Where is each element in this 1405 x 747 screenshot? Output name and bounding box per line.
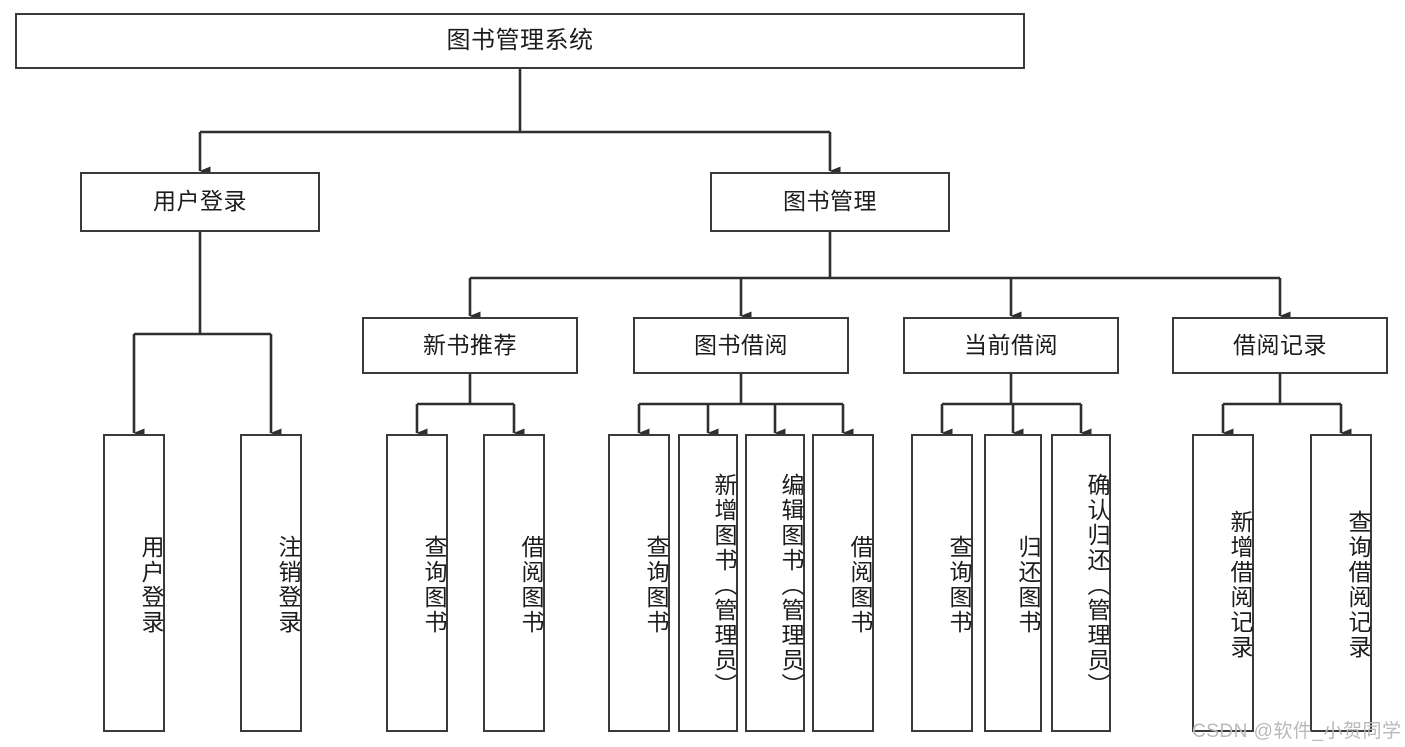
- node-leaf-add-record[interactable]: 新增借阅记录: [1192, 434, 1254, 732]
- node-leaf-borrow-book-1[interactable]: 借阅图书: [483, 434, 545, 732]
- node-label: 借阅记录: [1233, 331, 1327, 358]
- node-label: 图书借阅: [694, 331, 788, 358]
- node-label: 用户登录: [153, 188, 247, 215]
- node-label: 编辑图书（管理员）: [778, 472, 804, 698]
- node-label: 图书管理系统: [446, 26, 594, 54]
- node-label: 归还图书: [1015, 535, 1041, 635]
- node-leaf-query-book-1[interactable]: 查询图书: [386, 434, 448, 732]
- node-label: 查询图书: [946, 535, 972, 635]
- node-leaf-query-book-3[interactable]: 查询图书: [911, 434, 973, 732]
- watermark-text: CSDN @软件_小贺同学: [1192, 721, 1402, 742]
- node-leaf-query-book-2[interactable]: 查询图书: [608, 434, 670, 732]
- node-label: 借阅图书: [847, 535, 873, 635]
- node-label: 新增图书（管理员）: [711, 472, 737, 698]
- node-leaf-user-login[interactable]: 用户登录: [103, 434, 165, 732]
- node-label: 借阅图书: [518, 535, 544, 635]
- node-label: 当前借阅: [964, 331, 1058, 358]
- node-new-book-rec[interactable]: 新书推荐: [362, 317, 578, 374]
- node-leaf-logout[interactable]: 注销登录: [240, 434, 302, 732]
- node-label: 注销登录: [275, 535, 301, 635]
- node-label: 用户登录: [138, 535, 164, 635]
- node-leaf-borrow-book-2[interactable]: 借阅图书: [812, 434, 874, 732]
- node-leaf-return-book[interactable]: 归还图书: [984, 434, 1042, 732]
- node-leaf-confirm-return[interactable]: 确认归还（管理员）: [1051, 434, 1111, 732]
- node-label: 图书管理: [783, 188, 877, 215]
- node-label: 查询借阅记录: [1345, 510, 1371, 660]
- node-label: 查询图书: [643, 535, 669, 635]
- node-label: 新增借阅记录: [1227, 510, 1253, 660]
- node-leaf-add-book[interactable]: 新增图书（管理员）: [678, 434, 738, 732]
- node-root[interactable]: 图书管理系统: [15, 13, 1025, 69]
- node-leaf-query-record[interactable]: 查询借阅记录: [1310, 434, 1372, 732]
- node-borrow-record[interactable]: 借阅记录: [1172, 317, 1388, 374]
- node-leaf-edit-book[interactable]: 编辑图书（管理员）: [745, 434, 805, 732]
- node-book-borrow[interactable]: 图书借阅: [633, 317, 849, 374]
- node-label: 确认归还（管理员）: [1084, 472, 1110, 698]
- node-current-borrow[interactable]: 当前借阅: [903, 317, 1119, 374]
- node-user-login[interactable]: 用户登录: [80, 172, 320, 232]
- node-label: 查询图书: [421, 535, 447, 635]
- node-label: 新书推荐: [423, 331, 517, 358]
- node-book-manage[interactable]: 图书管理: [710, 172, 950, 232]
